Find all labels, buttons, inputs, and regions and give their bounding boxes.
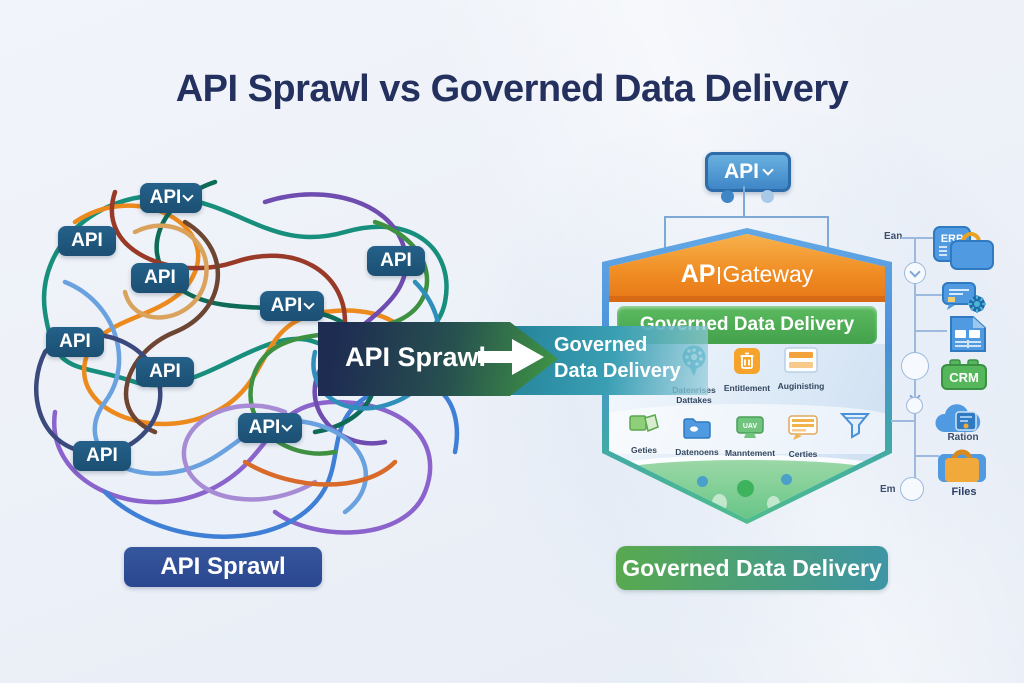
source-top-label: Ean bbox=[884, 231, 903, 242]
catalog-pages-icon bbox=[629, 414, 659, 433]
capability-item bbox=[823, 410, 885, 447]
decor-dot bbox=[781, 474, 792, 485]
capability-item: Auginisting bbox=[769, 346, 833, 391]
chevron-down-icon bbox=[303, 298, 316, 310]
api-badge: API bbox=[367, 246, 425, 276]
connector-line bbox=[891, 420, 915, 422]
connector-line bbox=[743, 186, 745, 216]
api-badge: API bbox=[46, 327, 104, 357]
api-badge: API bbox=[238, 413, 302, 443]
capability-item: Entitlement bbox=[715, 346, 779, 393]
api-badge: API bbox=[136, 357, 194, 387]
connector-line bbox=[915, 294, 942, 296]
api-sprawl-caption: API Sprawl bbox=[124, 547, 322, 587]
spine-node-ring bbox=[900, 477, 924, 501]
chevron-down-icon bbox=[909, 266, 921, 278]
api-badge: API bbox=[73, 441, 131, 471]
spine-node-ring bbox=[901, 352, 929, 380]
connector-line bbox=[664, 216, 829, 218]
chevron-down-icon bbox=[182, 190, 195, 202]
document-icon bbox=[950, 316, 986, 352]
connector-line bbox=[901, 237, 935, 239]
integration-chat-gear-icon bbox=[942, 282, 986, 313]
cloud-app-label: Ration bbox=[947, 432, 979, 443]
auditing-card-icon bbox=[784, 347, 818, 373]
flow-arrow-icon bbox=[478, 339, 544, 375]
connector-line bbox=[915, 330, 947, 332]
api-badge: API bbox=[140, 183, 202, 213]
decor-blob bbox=[767, 496, 780, 511]
decor-dot bbox=[737, 480, 754, 497]
flow-to-label: Data Delivery bbox=[554, 360, 681, 382]
flow-from-label: API Sprawl bbox=[345, 342, 487, 372]
files-label: Files bbox=[951, 486, 977, 498]
briefcase-icon bbox=[950, 232, 994, 270]
api-badge: API bbox=[260, 291, 324, 321]
governed-data-delivery-caption: Governed Data Delivery bbox=[616, 546, 888, 590]
connector-line bbox=[915, 455, 939, 457]
funnel-icon bbox=[839, 413, 871, 439]
api-badge: API bbox=[131, 263, 189, 293]
entitlement-clipboard-icon bbox=[734, 348, 760, 374]
roof-strip bbox=[609, 296, 885, 302]
capability-item: Certies bbox=[771, 414, 835, 459]
roof-letter-i bbox=[718, 267, 721, 284]
source-bottom-label: Em bbox=[880, 484, 896, 495]
management-screen-icon: UAV bbox=[736, 416, 764, 438]
connector-dot bbox=[721, 190, 734, 203]
chevron-down-icon bbox=[762, 164, 774, 176]
api-badge: API bbox=[58, 226, 116, 256]
chevron-down-icon bbox=[281, 420, 294, 432]
svg-text:CRM: CRM bbox=[949, 370, 979, 385]
svg-text:UAV: UAV bbox=[743, 423, 758, 430]
connector-line bbox=[664, 216, 666, 248]
spine-node-ring bbox=[906, 397, 923, 414]
capability-item: UAV Manntement bbox=[718, 414, 782, 458]
decor-dot bbox=[697, 476, 708, 487]
crm-icon: CRM bbox=[941, 359, 987, 390]
cloud-app-icon bbox=[935, 404, 981, 432]
notes-card-icon bbox=[788, 415, 818, 440]
connector-dot bbox=[761, 190, 774, 203]
files-bag-icon bbox=[938, 449, 986, 482]
erp-icon: ERP bbox=[933, 226, 994, 270]
flow-to-label: Governed bbox=[554, 334, 648, 356]
capability-item: Datenoens bbox=[665, 414, 729, 457]
api-dropdown-badge: API bbox=[705, 152, 791, 192]
capability-item: Geties bbox=[612, 412, 676, 455]
spine-chevron-ring bbox=[904, 262, 926, 284]
page-title: API Sprawl vs Governed Data Delivery bbox=[175, 68, 849, 110]
dataset-folder-icon bbox=[683, 418, 711, 439]
